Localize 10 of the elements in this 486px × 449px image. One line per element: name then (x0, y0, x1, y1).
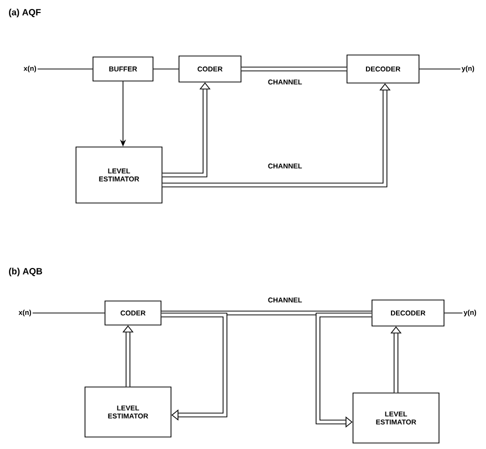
double-arrow (161, 312, 228, 421)
panel-label: (b) AQB (9, 268, 42, 276)
signal-line (32, 312, 105, 314)
signal-line (153, 68, 179, 70)
panel-label: (a) AQF (9, 8, 41, 18)
signal-line (37, 68, 93, 70)
signal-line (419, 68, 461, 70)
channel-line (241, 66, 347, 72)
signal-line (444, 312, 463, 314)
channel-line (161, 310, 372, 316)
